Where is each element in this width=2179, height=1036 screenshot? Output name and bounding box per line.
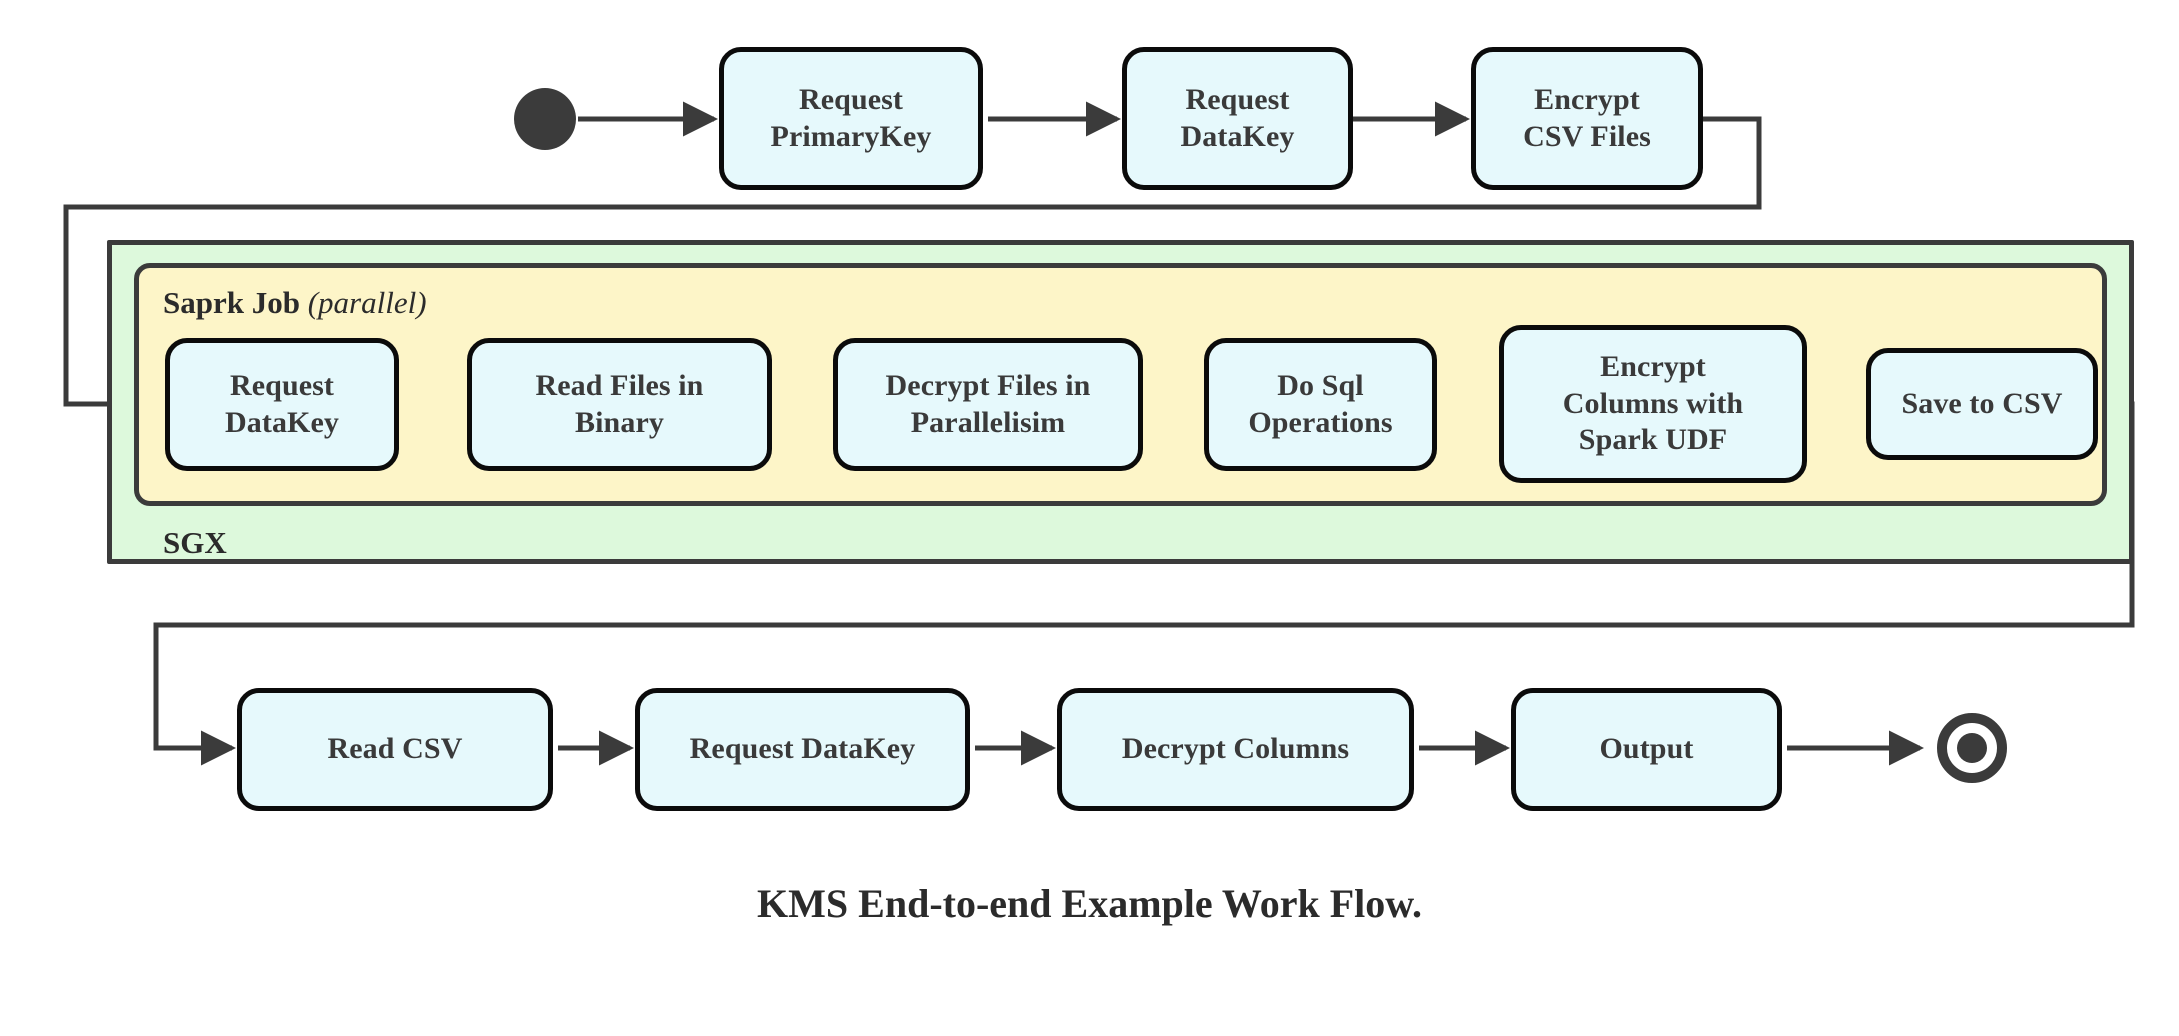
node-line: Output bbox=[1599, 732, 1694, 766]
region-sgx-label: SGX bbox=[163, 527, 227, 558]
node-line: Parallelisim bbox=[910, 405, 1066, 439]
node-line: PrimaryKey bbox=[770, 119, 932, 153]
node-encrypt-columns-with-spark-udf[interactable]: Encrypt Columns with Spark UDF bbox=[1499, 325, 1807, 483]
region-spark-job-label-text: Saprk Job bbox=[163, 285, 300, 320]
node-line: Read Files in bbox=[535, 368, 704, 402]
node-decrypt-columns[interactable]: Decrypt Columns bbox=[1057, 688, 1414, 811]
node-read-csv[interactable]: Read CSV bbox=[237, 688, 553, 811]
node-line: Spark UDF bbox=[1578, 423, 1728, 457]
region-spark-job-label-qualifier: (parallel) bbox=[307, 285, 427, 320]
node-line: DataKey bbox=[1180, 119, 1295, 153]
node-request-datakey-top[interactable]: Request DataKey bbox=[1122, 47, 1353, 190]
diagram-caption: KMS End-to-end Example Work Flow. bbox=[757, 881, 1422, 926]
node-line: Decrypt Files in bbox=[885, 368, 1091, 402]
node-line: Encrypt bbox=[1600, 350, 1706, 384]
node-line: Do Sql bbox=[1277, 368, 1364, 402]
end-node-center-icon bbox=[1957, 733, 1987, 763]
node-line: Request bbox=[229, 368, 335, 402]
node-line: CSV Files bbox=[1523, 119, 1651, 153]
node-request-datakey-spark[interactable]: Request DataKey bbox=[165, 338, 399, 471]
end-node-ring-icon bbox=[1937, 713, 2007, 783]
node-line: Request bbox=[798, 82, 904, 116]
node-do-sql-operations[interactable]: Do Sql Operations bbox=[1204, 338, 1437, 471]
node-line: Request bbox=[1185, 82, 1290, 116]
node-line: Save to CSV bbox=[1901, 386, 2063, 420]
node-decrypt-files-in-parallelisim[interactable]: Decrypt Files in Parallelisim bbox=[833, 338, 1143, 471]
node-request-primarykey[interactable]: Request PrimaryKey bbox=[719, 47, 983, 190]
node-read-files-in-binary[interactable]: Read Files in Binary bbox=[467, 338, 772, 471]
node-line: DataKey bbox=[224, 405, 339, 439]
node-line: Read CSV bbox=[327, 732, 463, 766]
node-line: Request DataKey bbox=[689, 732, 916, 766]
node-line: Operations bbox=[1248, 405, 1393, 439]
node-line: Encrypt bbox=[1534, 82, 1640, 116]
start-node-icon bbox=[514, 88, 576, 150]
region-spark-job-label: Saprk Job (parallel) bbox=[163, 287, 427, 318]
node-output[interactable]: Output bbox=[1511, 688, 1782, 811]
node-request-datakey-bottom[interactable]: Request DataKey bbox=[635, 688, 970, 811]
node-save-to-csv[interactable]: Save to CSV bbox=[1866, 348, 2098, 460]
node-line: Binary bbox=[575, 405, 664, 439]
node-line: Columns with bbox=[1562, 386, 1744, 420]
region-sgx-label-text: SGX bbox=[163, 525, 227, 560]
node-encrypt-csv-files[interactable]: Encrypt CSV Files bbox=[1471, 47, 1703, 190]
node-line: Decrypt Columns bbox=[1121, 732, 1350, 766]
